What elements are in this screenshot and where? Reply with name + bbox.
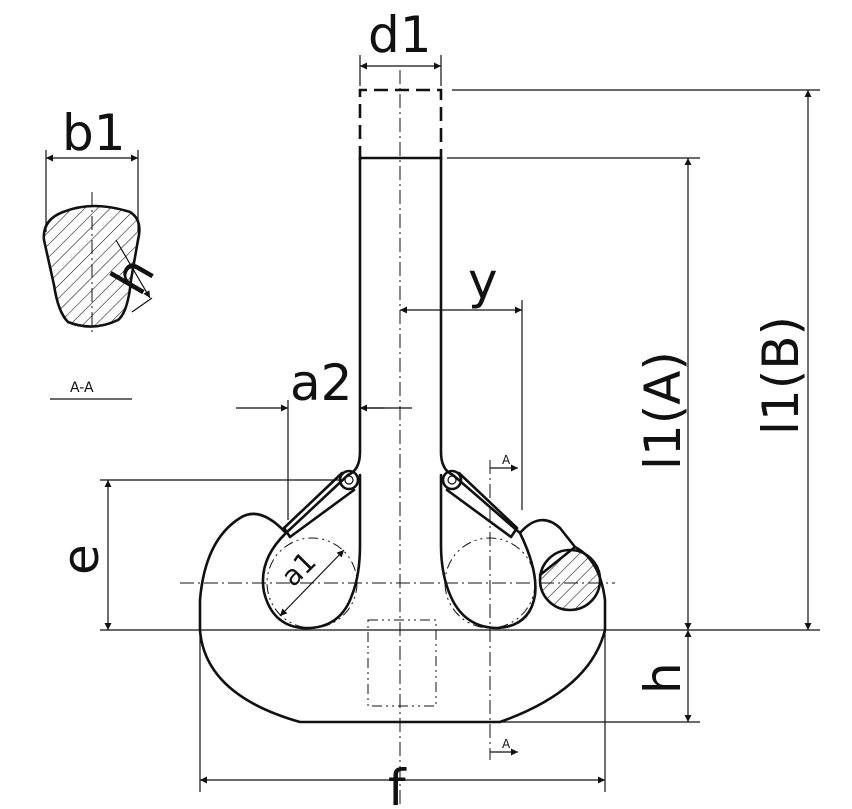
- label-a1: a1: [275, 545, 323, 593]
- dim-h-section-line: [115, 239, 151, 299]
- label-d1: d1: [368, 6, 432, 64]
- dim-a1-line: [279, 549, 345, 617]
- pin-right: [441, 469, 463, 491]
- hook-body: [198, 88, 607, 724]
- section-a-a: b1 h A-A: [42, 104, 166, 400]
- label-cut-bottom: A: [502, 737, 511, 751]
- label-h: h: [634, 662, 692, 694]
- label-f: f: [388, 759, 407, 809]
- dimensions: d1 y a2 a1 e l1(A) l1(B) h: [52, 6, 820, 809]
- hook-outline: [198, 156, 607, 724]
- label-cut-top: A: [502, 453, 511, 467]
- hatched-round-section: [538, 548, 602, 612]
- label-y: y: [468, 252, 498, 310]
- label-b1: b1: [62, 104, 126, 162]
- label-a2: a2: [290, 354, 352, 412]
- label-l1a: l1(A): [634, 351, 692, 470]
- label-e: e: [52, 544, 110, 575]
- label-l1b: l1(B): [752, 316, 810, 435]
- hidden-slot-rect: [367, 619, 437, 707]
- centerlines: [180, 70, 615, 805]
- latch-right: [445, 471, 519, 539]
- label-section: A-A: [70, 380, 94, 396]
- latch-left: [282, 471, 356, 539]
